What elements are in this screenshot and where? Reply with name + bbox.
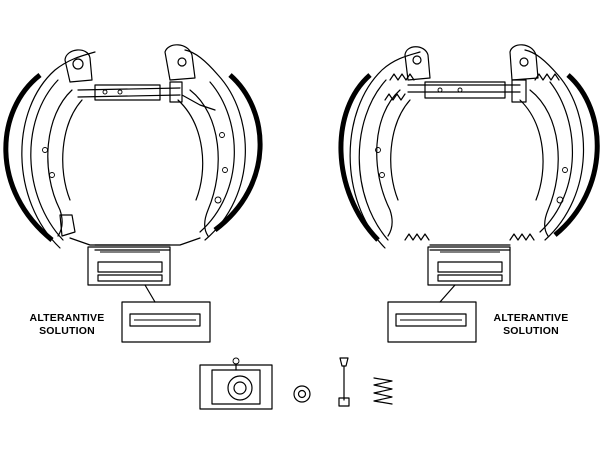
right-adjuster-strut (407, 84, 521, 93)
left-outer-lining-left (3, 73, 54, 242)
spring-icon (373, 377, 393, 405)
wheel-cylinder-icon (199, 357, 273, 410)
right-anchor-boss-right (509, 44, 539, 81)
right-outer-lining-left (338, 73, 380, 242)
right-bottom-spring-left (404, 233, 430, 241)
right-top-spring-right (534, 73, 560, 81)
right-shoe-rim-left (349, 51, 421, 249)
right-anchor-boss-left (404, 46, 431, 81)
right-outer-lining-right (553, 73, 600, 237)
left-outer-lining-right (213, 73, 263, 232)
washer-icon (293, 385, 311, 403)
right-bottom-spring-right (509, 233, 535, 241)
left-anchor-boss-right (164, 44, 196, 81)
right-shoe-rim-right (524, 49, 585, 241)
right-alternative-plate (387, 301, 477, 343)
left-brake-shoe-assembly (3, 44, 263, 286)
left-alternative-plate (121, 301, 211, 343)
right-top-spring-left (389, 73, 415, 81)
left-connector-line (144, 284, 156, 303)
right-abutment-block (427, 246, 511, 286)
retaining-pin-icon (338, 357, 350, 407)
left-adjuster-strut (77, 87, 181, 98)
left-bottom-spring (94, 244, 171, 251)
left-abutment-block (87, 246, 171, 286)
right-brake-shoe-assembly (338, 44, 600, 286)
right-connector-line (439, 284, 456, 303)
left-shoe-rim-right (184, 49, 246, 241)
left-anchor-boss-left (64, 49, 93, 83)
left-shoe-rim-left (21, 51, 96, 249)
left-lever-tab (59, 214, 76, 237)
